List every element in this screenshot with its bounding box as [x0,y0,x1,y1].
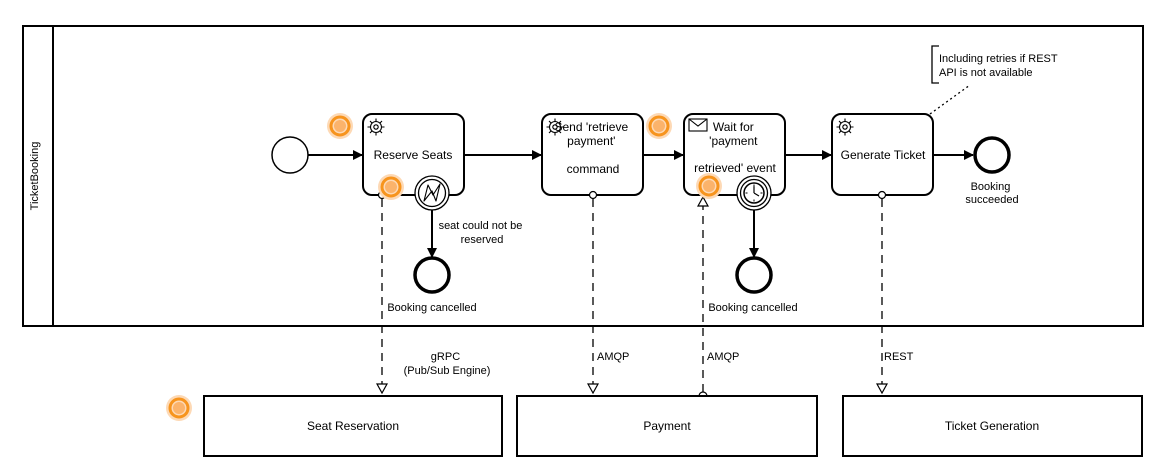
highlight-marker-icon [377,173,405,201]
system-label: Ticket Generation [945,419,1039,433]
end-event-label: Booking cancelled [387,302,476,314]
system-payment[interactable]: Payment [516,395,818,457]
task-label: Generate Ticket [841,148,926,162]
svg-text:Booking succeeded: Booking succeeded [965,181,1018,206]
boundary-label-line: seat could not be [439,220,523,232]
system-label: Payment [643,419,691,433]
annotation-line: API is not available [939,67,1033,79]
svg-text:Send 'retrieve payment': Send 'retrieve payment' command [554,120,631,176]
error-boundary-event[interactable] [414,175,450,211]
message-flow-label: AMQP [707,351,739,363]
text-annotation[interactable]: Including retries if REST API is not ava… [931,45,1060,84]
task-label: Reserve Seats [374,148,453,162]
system-label: Seat Reservation [307,419,399,433]
message-flow-label-line: (Pub/Sub Engine) [404,365,491,377]
svg-text:seat could not be reserved: seat could not be reserved [439,220,526,246]
task-label-line: Send 'retrieve [554,120,628,134]
task-label-line: 'payment [709,134,758,148]
pool-label: TicketBooking [29,142,41,211]
task-label-line: command [567,162,620,176]
message-flow-label: AMQP [597,351,629,363]
system-ticket-generation[interactable]: Ticket Generation [842,395,1143,457]
end-event-succeeded[interactable] [973,136,1011,174]
sequence-flows [308,150,974,258]
boundary-label-line: reserved [461,234,504,246]
svg-text:gRPC (Pub/Sub Engine): gRPC (Pub/Sub Engine) [404,351,491,377]
end-event-label-line: Booking [971,181,1011,193]
highlight-marker-icon [326,112,354,140]
svg-text:Wait for 'payment: Wait for 'payment retrieved' event [694,120,776,175]
envelope-icon [688,118,708,132]
end-event-cancelled-1[interactable] [413,256,451,294]
end-event-label: Booking cancelled [708,302,797,314]
highlight-marker-icon [695,172,723,200]
end-event-cancelled-2[interactable] [735,256,773,294]
message-flow-label: REST [884,351,914,363]
highlight-marker-icon [645,112,673,140]
message-flow-label-line: gRPC [431,351,460,363]
lightning-icon [423,183,441,202]
task-label-line: payment' [567,134,615,148]
annotation-line: Including retries if REST [939,53,1058,65]
task-generate-ticket[interactable]: Generate Ticket [831,113,934,196]
system-seat-reservation[interactable]: Seat Reservation [203,395,503,457]
annotation-association [929,84,971,115]
end-event-label-line: succeeded [965,194,1018,206]
task-label-line: retrieved' event [694,161,776,175]
svg-text:Including retries if REST: Including retries if REST API is not ava… [939,53,1060,79]
clock-icon [743,182,765,204]
task-send-retrieve-payment[interactable]: Send 'retrieve payment' command [541,113,644,196]
start-event[interactable] [271,136,309,174]
timer-boundary-event[interactable] [736,175,772,211]
highlight-marker-icon [165,394,193,422]
task-reserve-seats[interactable]: Reserve Seats [362,113,465,196]
task-label-line: Wait for [713,120,754,134]
